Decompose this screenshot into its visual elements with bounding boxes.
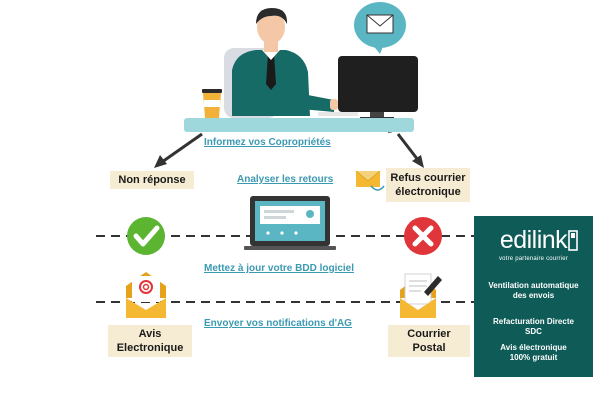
- electronic-notice-label-line2: Electronique: [116, 342, 184, 354]
- electronic-notice-label-line1: Avis: [138, 328, 162, 340]
- step-update: Mettez à jour votre BDD logiciel: [204, 263, 355, 274]
- feature-free-e-notice: Avis électronique 100% gratuit: [480, 343, 587, 363]
- feature-direct-billing-line1: Refacturation Directe: [493, 317, 574, 326]
- cross-icon: [404, 217, 442, 255]
- coffee-cup-icon: [202, 89, 222, 118]
- no-response-label: Non réponse: [118, 174, 186, 186]
- no-response-box: Non réponse: [110, 171, 194, 189]
- postal-letter-icon: [400, 273, 442, 318]
- feature-auto-dispatch-line1: Ventilation automatique: [488, 281, 579, 290]
- checkmark-icon: [127, 217, 165, 255]
- arrow-left-icon: [154, 132, 203, 168]
- feature-auto-dispatch-line2: des envois: [512, 291, 555, 300]
- laptop-icon: [244, 196, 336, 250]
- envelope-icon: [355, 170, 385, 191]
- postal-mail-label-line1: Courrier: [407, 328, 451, 340]
- step-analyse: Analyser les retours: [237, 174, 334, 185]
- postal-mail-label-line2: Postal: [412, 342, 446, 354]
- edilink-panel: edilink votre partenaire courrier Ventil…: [474, 216, 593, 377]
- step-inform: Informez vos Copropriétés: [204, 137, 331, 148]
- desk-icon: [184, 118, 414, 132]
- feature-direct-billing-line2: SDC: [525, 327, 542, 336]
- email-refusal-label-line1: Refus courrier: [390, 172, 466, 184]
- edilink-tagline: votre partenaire courrier: [498, 256, 569, 262]
- feature-free-e-notice-line1: Avis électronique: [500, 343, 567, 352]
- keyboard-icon: [318, 112, 358, 116]
- electronic-notice-box: Avis Electronique: [108, 325, 192, 357]
- email-refusal-box: Refus courrier électronique: [386, 168, 470, 202]
- feature-direct-billing: Refacturation Directe SDC: [480, 317, 587, 337]
- message-bubble-icon: [354, 2, 406, 54]
- step-send: Envoyer vos notifications d'AG: [204, 318, 352, 329]
- person-at-desk-icon: [224, 8, 338, 118]
- logo-mark-icon: [568, 230, 578, 251]
- email-envelope-icon: [126, 272, 166, 318]
- edilink-logo: edilink: [499, 226, 568, 254]
- feature-free-e-notice-line2: 100% gratuit: [509, 353, 558, 362]
- feature-auto-dispatch: Ventilation automatique des envois: [480, 281, 587, 301]
- arrow-right-icon: [396, 133, 424, 168]
- email-refusal-label-line2: électronique: [395, 186, 461, 198]
- postal-mail-box: Courrier Postal: [388, 325, 470, 357]
